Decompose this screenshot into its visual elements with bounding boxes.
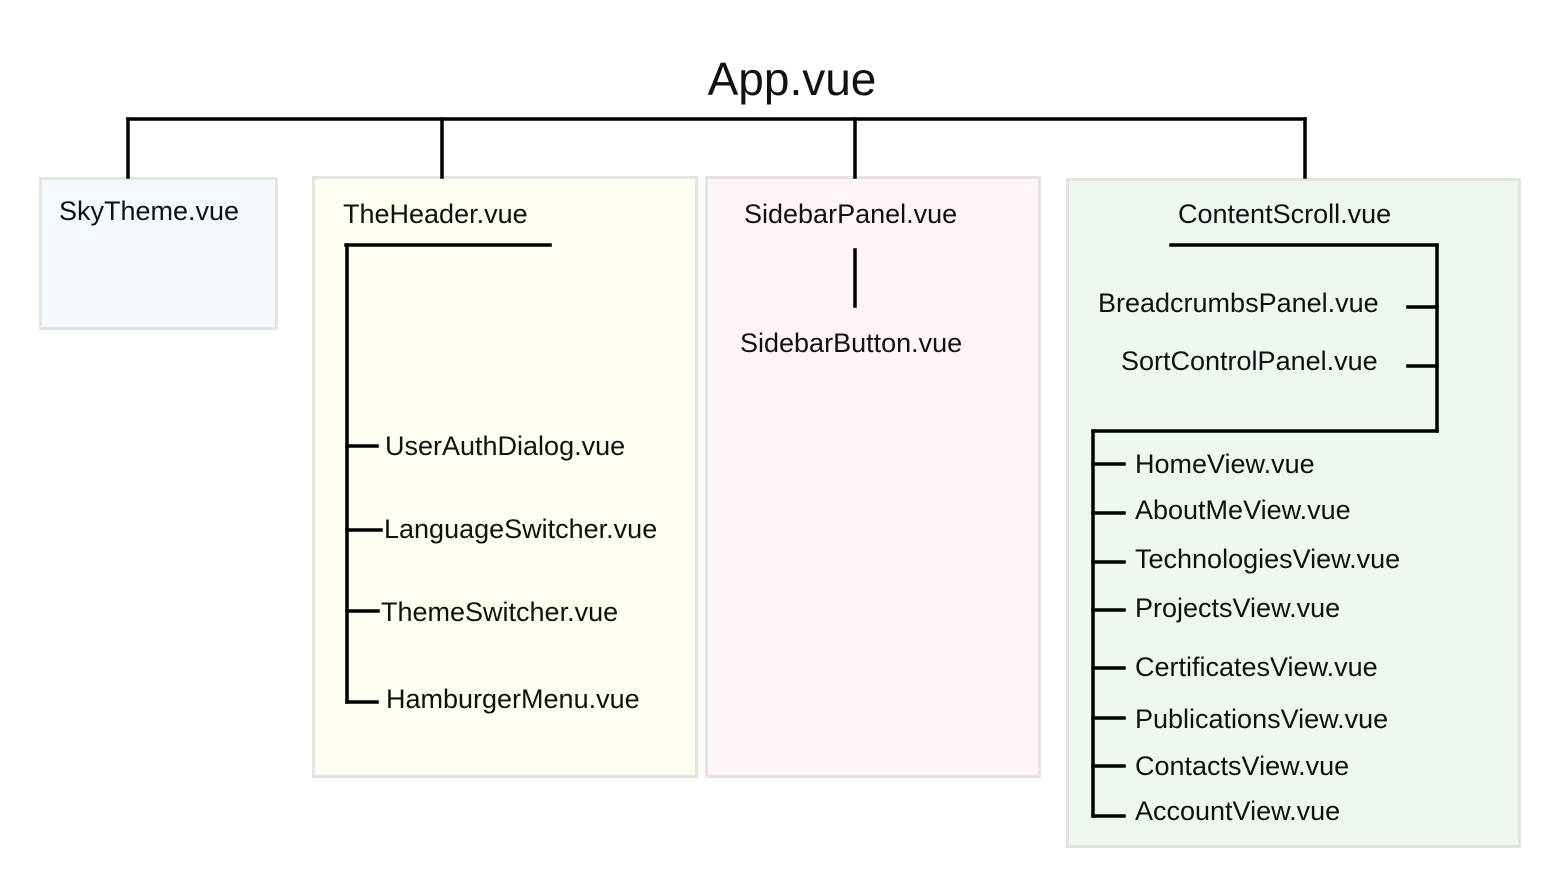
content-label: ContentScroll.vue — [1178, 199, 1392, 229]
view-contacts: ContactsView.vue — [1135, 751, 1350, 781]
header-child-theme-switcher: ThemeSwitcher.vue — [381, 597, 619, 627]
header-group-box — [312, 176, 698, 778]
sidebar-child-sidebar-button: SidebarButton.vue — [740, 328, 963, 358]
sidebar-label: SidebarPanel.vue — [744, 199, 958, 229]
view-projects: ProjectsView.vue — [1135, 593, 1341, 623]
sky-theme-box — [39, 177, 278, 330]
sky-theme-label: SkyTheme.vue — [59, 196, 240, 226]
content-group-box — [1066, 178, 1521, 848]
view-about-me: AboutMeView.vue — [1135, 495, 1351, 525]
content-panel-sort-control: SortControlPanel.vue — [1121, 346, 1378, 376]
view-publications: PublicationsView.vue — [1135, 704, 1389, 734]
view-account: AccountView.vue — [1135, 796, 1341, 826]
header-child-user-auth-dialog: UserAuthDialog.vue — [385, 431, 626, 461]
view-home: HomeView.vue — [1135, 449, 1315, 479]
content-panel-breadcrumbs: BreadcrumbsPanel.vue — [1098, 288, 1379, 318]
root-label: App.vue — [707, 53, 877, 105]
sidebar-group-box — [705, 176, 1041, 778]
header-child-language-switcher: LanguageSwitcher.vue — [384, 514, 658, 544]
header-label: TheHeader.vue — [343, 199, 528, 229]
header-child-hamburger-menu: HamburgerMenu.vue — [386, 684, 640, 714]
view-technologies: TechnologiesView.vue — [1135, 544, 1401, 574]
view-certificates: CertificatesView.vue — [1135, 652, 1378, 682]
